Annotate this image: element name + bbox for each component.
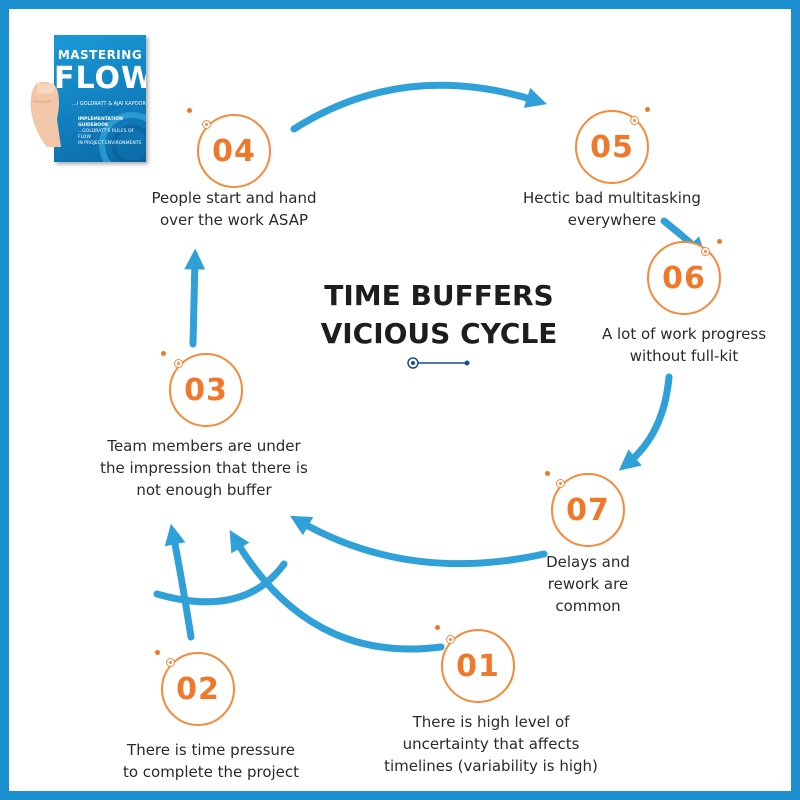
step-06-circle: 06 [647, 241, 721, 315]
step-07-number: 07 [566, 492, 610, 528]
book-title-line2: FLOW [54, 61, 146, 96]
step-03-dot-marker [161, 351, 166, 356]
step-06-text: A lot of work progress without full-kit [601, 325, 767, 365]
step-07-circle: 07 [551, 473, 625, 547]
step-01-number: 01 [456, 648, 500, 684]
step-05-number: 05 [590, 129, 634, 165]
step-04-number: 04 [212, 133, 256, 169]
step-02-ring-marker [166, 658, 175, 667]
arrow-07-to-03 [289, 515, 548, 568]
book-authors: ...I GOLDRATT & AJAI KAPOOR [72, 101, 146, 107]
step-07-text: Delays and rework are common [546, 553, 630, 615]
step-04-text: People start and hand over the work ASAP [151, 189, 317, 229]
step-02-dot-marker [155, 650, 160, 655]
step-06-dot-marker [717, 239, 722, 244]
step-02-text: There is time pressure to complete the p… [122, 741, 300, 781]
step-04-ring-marker [202, 120, 211, 129]
step-05-ring-marker [630, 116, 639, 125]
arrow-02-to-03 [164, 523, 195, 641]
arrow-04-to-05 [290, 81, 548, 133]
cycle-arrows [153, 81, 707, 653]
hand-holding-book-graphic [30, 81, 61, 147]
step-01-dot-marker [435, 625, 440, 630]
step-02-number: 02 [176, 671, 220, 707]
step-05-text: Hectic bad multitasking everywhere [523, 189, 701, 229]
book-cover-image: MASTERING FLOW ...I GOLDRATT & AJAI KAPO… [54, 35, 146, 162]
step-07-ring-marker [556, 479, 565, 488]
step-06-number: 06 [662, 260, 706, 296]
step-05-dot-marker [645, 107, 650, 112]
step-03-ring-marker [174, 359, 183, 368]
step-06-ring-marker [701, 247, 710, 256]
step-07-dot-marker [545, 471, 550, 476]
diagram-title: TIME BUFFERS VICIOUS CYCLE [320, 279, 558, 350]
step-04-dot-marker [187, 108, 192, 113]
book-swirl-graphic [88, 101, 146, 162]
arrow-loop-to-02 [153, 560, 288, 606]
book-subtitle: IMPLEMENTATION GUIDEBOOK ...GOLDRATT'S R… [78, 117, 146, 147]
book-title-line1: MASTERING [57, 48, 143, 62]
step-03-number: 03 [184, 372, 228, 408]
arrow-01-to-03 [229, 529, 445, 653]
book-subtitle-line1: IMPLEMENTATION GUIDEBOOK [78, 117, 123, 128]
step-01-text: There is high level of uncertainty that … [384, 713, 598, 775]
arrow-03-to-04 [184, 248, 206, 348]
book-subtitle-line2: ...GOLDRATT'S RULES OF FLOW IN PROJECT E… [78, 129, 142, 146]
step-03-text: Team members are under the impression th… [100, 437, 308, 499]
step-01-ring-marker [446, 635, 455, 644]
title-divider [407, 357, 470, 369]
arrow-06-to-07 [618, 373, 673, 471]
